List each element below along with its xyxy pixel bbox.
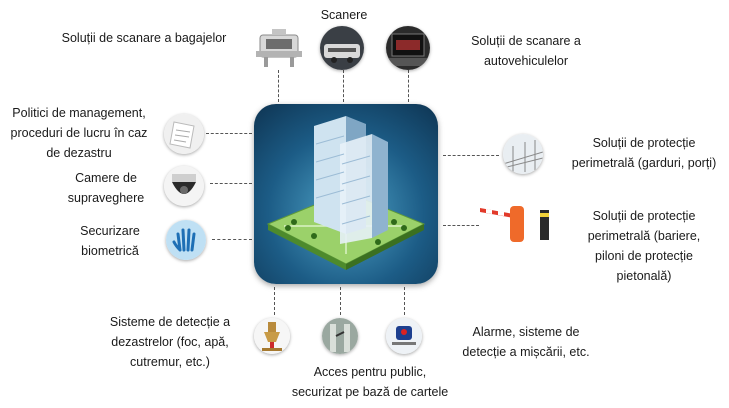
label-line: autovehiculelor: [483, 54, 569, 68]
hand-print-icon: [166, 220, 206, 260]
label-line: Acces pentru public,: [313, 365, 427, 379]
label-perimeter-fences: Soluții de protecție perimetrală (gardur…: [566, 133, 722, 173]
label-line: Soluții de protecție: [592, 209, 696, 223]
label-line: supraveghere: [67, 191, 145, 205]
label-surveillance-cameras: Camere de supraveghere: [56, 168, 156, 208]
connector-disaster: [274, 287, 275, 315]
barrier-bollard-icon: [480, 200, 560, 246]
document-icon: [164, 114, 204, 154]
label-alarms: Alarme, sisteme de detecție a mișcării, …: [446, 322, 606, 362]
connector-biometric: [212, 239, 252, 240]
office-building-icon: [266, 116, 426, 270]
connector-access: [340, 287, 341, 315]
label-line: Scanere: [320, 8, 368, 22]
label-scanners: Scanere: [300, 5, 388, 25]
connector-cameras: [210, 183, 252, 184]
label-line: biometrică: [81, 244, 139, 258]
connector-vehicle: [408, 70, 409, 102]
central-building-hub: [254, 104, 438, 284]
label-vehicle-scanning: Soluții de scanare a autovehiculelor: [436, 31, 616, 71]
label-line: perimetrală (bariere,: [587, 229, 701, 243]
connector-fences: [443, 155, 499, 156]
label-line: perimetrală (garduri, porți): [571, 156, 717, 170]
sprinkler-icon: [254, 318, 290, 354]
label-biometric-security: Securizare biometrică: [60, 221, 160, 261]
label-public-access: Acces pentru public, securizat pe bază d…: [270, 362, 470, 402]
label-line: Soluții de scanare a: [471, 34, 581, 48]
label-line: securizat pe bază de cartele: [291, 385, 449, 399]
fence-camera-icon: [503, 134, 543, 174]
label-perimeter-barriers: Soluții de protecție perimetrală (barier…: [566, 206, 722, 286]
label-line: Camere de: [75, 171, 137, 185]
label-line: Politici de management,: [12, 106, 146, 120]
label-line: dezastrelor (foc, apă,: [111, 335, 229, 349]
dome-camera-icon: [164, 166, 204, 206]
connector-scanners: [343, 70, 344, 102]
label-line: Alarme, sisteme de: [472, 325, 580, 339]
label-line: detecție a mișcării, etc.: [462, 345, 590, 359]
vehicle-scanner-icon: [386, 26, 430, 70]
label-line: piloni de protecție: [595, 249, 693, 263]
label-line: Securizare: [80, 224, 140, 238]
label-management-policies: Politici de management, proceduri de luc…: [0, 103, 158, 163]
label-line: pietonală): [616, 269, 672, 283]
turnstile-icon: [322, 318, 358, 354]
connector-management: [206, 133, 252, 134]
label-line: Soluții de scanare a bagajelor: [61, 31, 227, 45]
scanner-icon: [320, 26, 364, 70]
label-line: proceduri de lucru în caz: [10, 126, 148, 140]
label-disaster-detection: Sisteme de detecție a dezastrelor (foc, …: [90, 312, 250, 372]
label-line: cutremur, etc.): [130, 355, 210, 369]
label-line: Soluții de protecție: [592, 136, 696, 150]
connector-barriers: [443, 225, 479, 226]
connector-baggage: [278, 70, 279, 102]
baggage-scanner-icon: [256, 25, 302, 69]
label-baggage-scanning: Soluții de scanare a bagajelor: [44, 28, 244, 48]
label-line: Sisteme de detecție a: [109, 315, 231, 329]
motion-sensor-icon: [386, 318, 422, 354]
label-line: de dezastru: [46, 146, 112, 160]
connector-alarms: [404, 287, 405, 315]
